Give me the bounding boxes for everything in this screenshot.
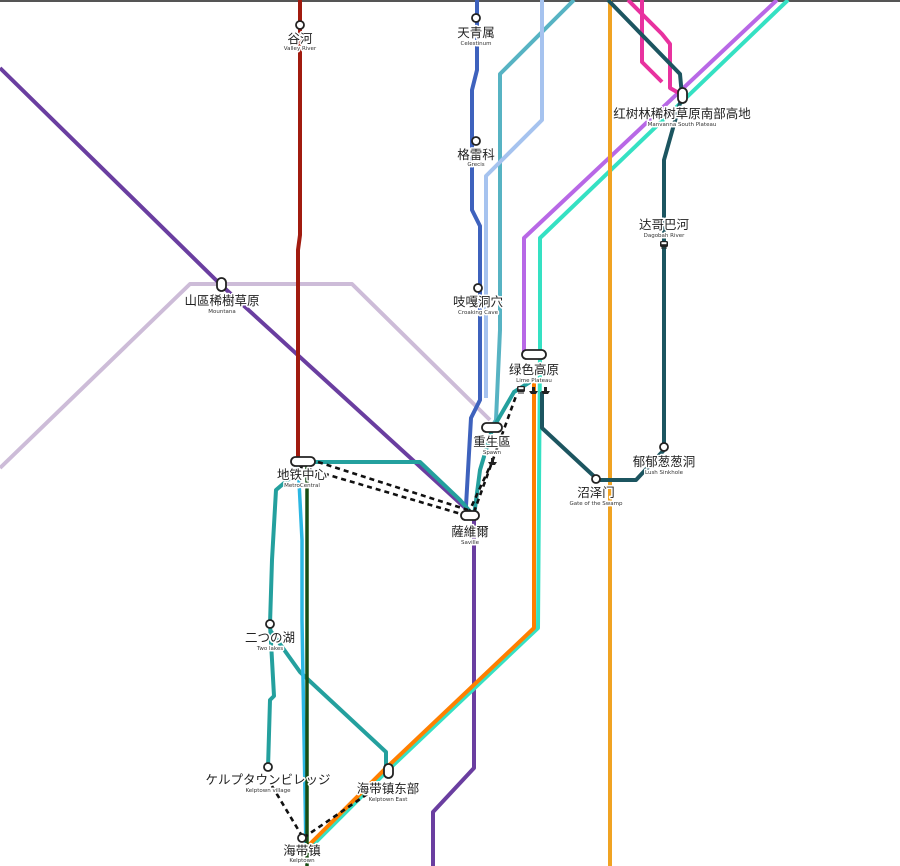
station-name-zh: 沼泽门 — [577, 485, 615, 500]
station-name-zh: 天青属 — [457, 25, 495, 40]
station-croaking-cave[interactable]: 吱嘎洞穴 Croaking Cave — [451, 283, 505, 318]
station-name-zh: 红树林稀树草原南部高地 — [613, 106, 751, 121]
station-name-en: Dagobah River — [644, 233, 686, 239]
station-name-en: Kelptown East — [369, 797, 409, 803]
transfer-link-lime-saville — [472, 395, 518, 513]
station-grecis[interactable]: 格雷科 Grecis — [456, 136, 497, 170]
station-marker[interactable] — [295, 20, 305, 30]
ferry-icon — [488, 458, 497, 465]
station-name-en: Mountana — [208, 309, 235, 315]
station-name-zh: 重生區 — [473, 434, 511, 449]
station-kelptown[interactable]: 海带镇 Kelptown — [282, 833, 322, 866]
station-name-en: Kelptown village — [245, 788, 291, 794]
line-pink-b[interactable] — [640, 0, 664, 84]
line-royal-blue[interactable] — [464, 0, 482, 507]
top-border — [0, 0, 900, 2]
station-name-zh: 海带镇 — [283, 843, 321, 858]
station-name-zh: 地铁中心 — [277, 467, 328, 482]
line-light-blue[interactable] — [484, 0, 544, 398]
station-manvanna[interactable]: 红树林稀树草原南部高地 Manvanna South Plateau — [612, 87, 753, 130]
station-name-en: Gate of the Swamp — [570, 501, 623, 507]
interchange-marker[interactable] — [521, 349, 547, 360]
station-name-en: Spawn — [483, 450, 502, 456]
station-name-en: Kelptown — [289, 858, 315, 864]
transfer-link-village-kelptown — [270, 785, 304, 837]
station-lush-sinkhole[interactable]: 郁郁葱葱洞 Lush Sinkhole — [631, 442, 697, 478]
station-marker[interactable] — [591, 474, 601, 484]
station-kelptown-village[interactable]: ケルプタウンビレッジ Kelptown village — [204, 762, 332, 796]
station-celestinum[interactable]: 天青属 Celestinum — [456, 13, 496, 49]
transfer-link-metro-saville — [297, 464, 469, 518]
interchange-marker[interactable] — [677, 87, 688, 104]
station-name-en: Two lakes — [256, 646, 283, 652]
station-name-en: Saville — [461, 540, 480, 546]
lines — [0, 0, 790, 866]
station-name-zh: 郁郁葱葱洞 — [633, 454, 696, 469]
line-magenta[interactable] — [522, 0, 779, 352]
station-name-en: Manvanna South Plateau — [648, 122, 717, 128]
line-aqua[interactable] — [304, 0, 790, 854]
station-name-zh: 二つの湖 — [245, 630, 295, 645]
ferry-icon — [541, 387, 550, 394]
station-marker[interactable] — [471, 136, 481, 146]
interchange-marker[interactable] — [383, 763, 394, 779]
station-marker[interactable] — [265, 619, 275, 629]
station-gate-of-swamp[interactable]: 沼泽门 Gate of the Swamp — [568, 474, 624, 509]
station-two-lakes[interactable]: 二つの湖 Two lakes — [243, 619, 297, 654]
station-name-en: Croaking Cave — [458, 310, 499, 316]
station-name-en: Lush Sinkhole — [645, 470, 684, 476]
station-marker[interactable] — [659, 442, 669, 452]
station-name-zh: 绿色高原 — [509, 362, 559, 377]
station-name-zh: ケルプタウンビレッジ — [205, 772, 330, 787]
interchange-marker[interactable] — [460, 510, 480, 521]
line-orange-deep[interactable] — [304, 382, 536, 850]
station-name-en: Grecis — [467, 162, 484, 168]
station-name-zh: 达哥巴河 — [639, 217, 690, 232]
interchange-marker[interactable] — [290, 456, 316, 467]
line-pink[interactable] — [626, 0, 685, 98]
station-marker[interactable] — [473, 283, 483, 293]
transfer-link-spawn-saville — [466, 461, 494, 515]
station-dagobah-river[interactable]: 达哥巴河 Dagobah River — [637, 216, 691, 249]
station-name-zh: 谷河 — [287, 31, 313, 46]
station-name-en: Celestinum — [460, 41, 491, 47]
station-name-zh: 海带镇东部 — [357, 781, 420, 796]
transfer-link-east-kelptown — [305, 782, 383, 838]
station-marker[interactable] — [471, 13, 481, 23]
line-red[interactable] — [296, 0, 302, 462]
station-marker[interactable] — [297, 833, 307, 843]
line-teal-east[interactable] — [268, 628, 388, 772]
station-name-zh: 格雷科 — [457, 147, 495, 162]
line-purple[interactable] — [0, 66, 476, 866]
interchange-marker[interactable] — [481, 422, 503, 433]
line-cyan[interactable] — [296, 461, 308, 853]
stations: 谷河 Valley River 天青属 Celestinum 格雷科 Greci… — [183, 13, 753, 866]
station-marker[interactable] — [263, 762, 273, 772]
station-name-en: Lime Plateau — [516, 378, 552, 384]
station-name-zh: 薩維爾 — [451, 524, 489, 539]
interchange-marker[interactable] — [216, 277, 227, 292]
ferry-icon — [529, 387, 538, 394]
station-valley-river[interactable]: 谷河 Valley River — [282, 20, 318, 54]
station-spawn[interactable]: 重生區 Spawn — [472, 422, 512, 465]
station-name-en: Valley River — [284, 46, 317, 52]
station-lime-plateau[interactable]: 绿色高原 Lime Plateau — [507, 349, 561, 394]
station-kelptown-east[interactable]: 海带镇东部 Kelptown East — [355, 763, 421, 805]
station-name-en: MetroCentral — [284, 483, 320, 489]
train-icon — [660, 241, 668, 249]
station-name-zh: 山區稀樹草原 — [184, 293, 259, 308]
station-metro-central[interactable]: 地铁中心 MetroCentral — [275, 456, 329, 491]
line-lavender[interactable] — [0, 282, 492, 470]
station-mountana[interactable]: 山區稀樹草原 Mountana — [183, 277, 261, 317]
train-icon — [517, 386, 525, 394]
station-saville[interactable]: 薩維爾 Saville — [450, 510, 491, 548]
transfer-links — [270, 395, 518, 838]
station-name-zh: 吱嘎洞穴 — [453, 294, 504, 309]
